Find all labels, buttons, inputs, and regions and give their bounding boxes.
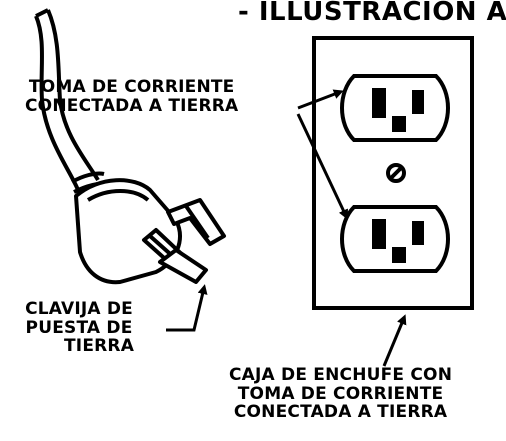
arrow-to-outlet-box [382, 314, 407, 367]
label-outlet-box-line1: CAJA DE ENCHUFE CON [229, 365, 453, 385]
receptacle-upper [340, 74, 450, 142]
arrow-to-lower-outlet [296, 113, 348, 220]
plate-screw-icon [386, 163, 406, 183]
plug-body [74, 178, 182, 285]
label-grounding-pin-line1: CLAVIJA DE [25, 299, 133, 319]
label-grounded-outlet-line2: CONECTADA A TIERRA [25, 95, 239, 116]
label-outlet-box-line2: TOMA DE CORRIENTE [237, 383, 444, 404]
label-grounded-outlet-line1: TOMA DE CORRIENTE [28, 77, 235, 97]
label-grounding-pin: CLAVIJA DE PUESTA DE TIERRA [24, 300, 134, 356]
figure-title: - ILLUSTRACION A [238, 0, 506, 27]
arrow-to-upper-outlet [297, 89, 344, 110]
arrow-to-ground-pin [166, 284, 208, 332]
label-grounding-pin-line2: PUESTA DE [25, 317, 133, 338]
plug-prongs [142, 198, 226, 284]
label-grounding-pin-line3: TIERRA [64, 336, 135, 357]
label-grounded-outlet: TOMA DE CORRIENTE CONECTADA A TIERRA [25, 78, 238, 115]
label-outlet-box: CAJA DE ENCHUFE CON TOMA DE CORRIENTE CO… [229, 366, 452, 422]
callout-arrows [166, 89, 407, 367]
label-outlet-box-line3: CONECTADA A TIERRA [233, 402, 448, 423]
receptacle-lower [340, 205, 450, 273]
